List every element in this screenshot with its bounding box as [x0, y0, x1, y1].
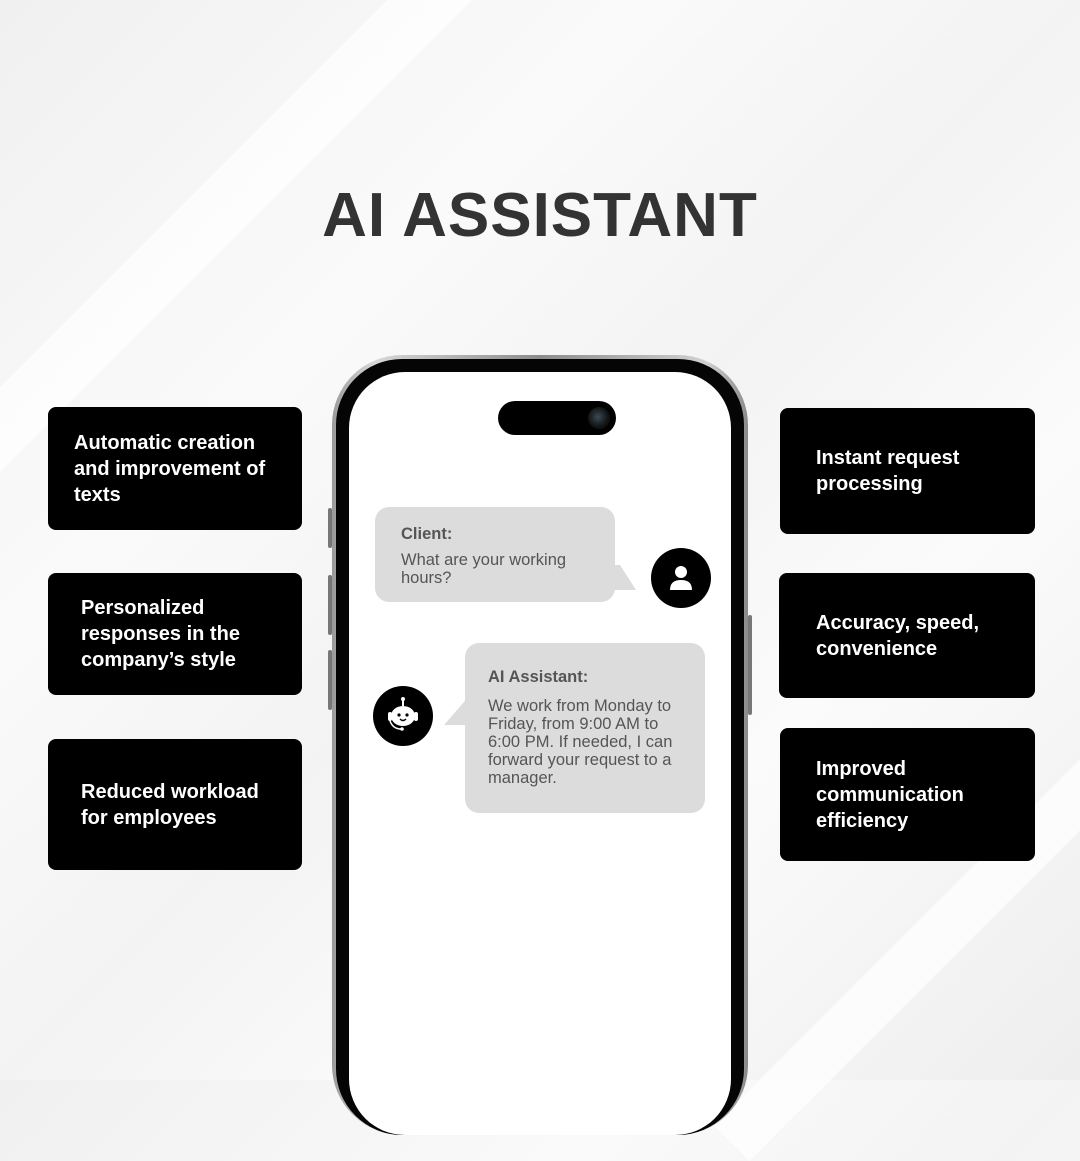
phone-side-button	[328, 650, 332, 710]
assistant-bubble-tail	[444, 695, 470, 725]
feature-box: Automatic creation and improvement of te…	[48, 407, 302, 530]
robot-icon	[373, 686, 433, 746]
feature-text: Accuracy, speed, convenience	[816, 611, 980, 660]
camera-icon	[588, 407, 610, 429]
client-message: What are your working hours?	[401, 551, 567, 587]
feature-text: Instant request processing	[816, 447, 960, 495]
feature-box: Accuracy, speed, convenience	[779, 573, 1035, 698]
assistant-message: We work from Monday to Friday, from 9:00…	[488, 697, 673, 787]
feature-box: Personalized responses in the company’s …	[48, 573, 302, 695]
feature-box: Reduced workload for employees	[48, 739, 302, 870]
client-message-bubble: Client: What are your working hours?	[375, 507, 615, 602]
feature-box: Instant request processing	[780, 408, 1035, 534]
user-icon	[651, 548, 711, 608]
dynamic-island	[498, 401, 616, 435]
phone-side-button	[328, 575, 332, 635]
page-title: AI ASSISTANT	[322, 181, 758, 250]
assistant-sender: AI Assistant:	[488, 668, 589, 686]
phone-side-button	[328, 508, 332, 548]
feature-text: Personalized responses in the company’s …	[81, 597, 240, 671]
phone-side-button	[748, 615, 752, 715]
client-sender: Client:	[401, 525, 453, 543]
assistant-message-bubble: AI Assistant: We work from Monday to Fri…	[465, 643, 705, 813]
feature-text: Reduced workload for employees	[81, 780, 259, 829]
feature-box: Improved communication efficiency	[780, 728, 1035, 861]
feature-text: Improved communication efficiency	[816, 757, 964, 832]
feature-text: Automatic creation and improvement of te…	[74, 431, 266, 506]
